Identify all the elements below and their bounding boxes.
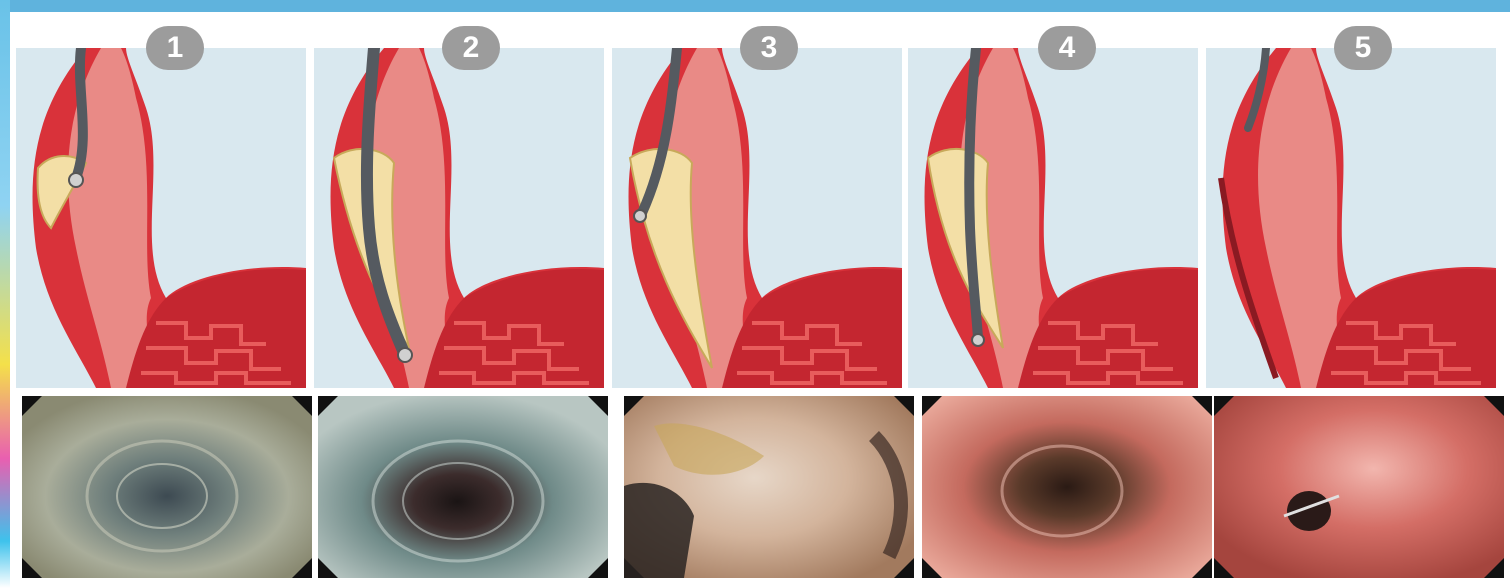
endoscopic-photo-2 — [318, 396, 608, 578]
endoscopic-photo-5 — [1214, 396, 1504, 578]
step-number-badge-1: 1 — [146, 26, 204, 70]
step-number-badge-5: 5 — [1334, 26, 1392, 70]
endoscopic-photo-4 — [922, 396, 1212, 578]
endoscopic-photo-3 — [624, 396, 914, 578]
procedure-steps-strip: 1 — [14, 14, 1506, 584]
esophagus-illustration-3 — [612, 48, 902, 388]
esophagus-illustration-2 — [314, 48, 604, 388]
esophagus-illustration-5 — [1206, 48, 1496, 388]
esophagus-illustration-4 — [908, 48, 1198, 388]
esophagus-illustration-1 — [16, 48, 306, 388]
step-number-badge-3: 3 — [740, 26, 798, 70]
top-frame-bar — [0, 0, 1510, 12]
step-number-badge-4: 4 — [1038, 26, 1096, 70]
endoscopic-photo-1 — [22, 396, 312, 578]
step-number-badge-2: 2 — [442, 26, 500, 70]
left-frame-bar — [0, 0, 10, 588]
